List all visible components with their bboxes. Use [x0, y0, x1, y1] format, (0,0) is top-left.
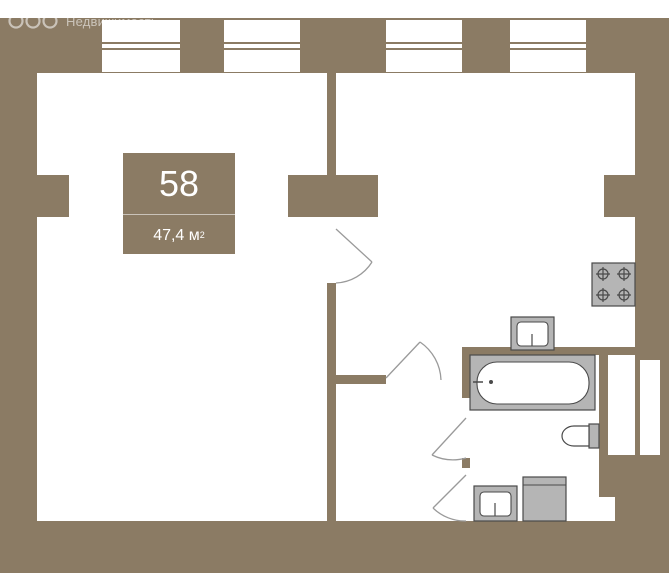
- bathroom-wall-top: [462, 347, 635, 355]
- window-icon: [338, 495, 368, 521]
- kitchen-floor: [336, 73, 635, 350]
- toilet-icon: [561, 423, 600, 449]
- window-icon: [224, 20, 300, 72]
- door-swing-icon: [385, 341, 442, 384]
- area-value: 47,4 м: [153, 227, 200, 244]
- label-divider: [123, 214, 235, 215]
- door-swing-icon: [431, 398, 470, 461]
- watermark-text: Недвижимость: [66, 13, 158, 29]
- window-icon: [0, 82, 37, 382]
- hall-partition: [336, 375, 386, 384]
- left-wall-pier: [37, 175, 69, 217]
- living-room-floor: [37, 73, 327, 521]
- watermark-logo-icon: [8, 13, 58, 29]
- window-icon: [583, 497, 615, 521]
- washing-machine-icon: [522, 476, 567, 522]
- apartment-area: 47,4 м2: [123, 225, 235, 247]
- apartment-number: 58: [158, 163, 200, 204]
- window-icon: [102, 20, 180, 72]
- center-partition: [327, 73, 336, 521]
- door-swing-icon: [432, 468, 470, 522]
- bottom-windows: [338, 360, 660, 521]
- sink-icon: [510, 316, 555, 351]
- door-swing-icon: [327, 217, 373, 284]
- windows: [0, 20, 586, 382]
- closet-floor: [608, 355, 635, 455]
- area-unit-superscript: 2: [199, 230, 205, 240]
- window-icon: [510, 20, 586, 72]
- right-wall-pier: [604, 175, 635, 217]
- window-icon: [640, 360, 660, 455]
- bathtub-icon: [469, 354, 596, 411]
- doors: [327, 217, 470, 522]
- watermark: Недвижимость: [8, 8, 158, 34]
- stove-icon: [591, 262, 636, 307]
- closet-bottom-wall: [599, 455, 635, 464]
- washbasin-icon: [473, 485, 518, 522]
- closet-wall: [599, 347, 608, 457]
- apartment-label: 58 47,4 м2: [123, 153, 235, 254]
- window-icon: [386, 20, 462, 72]
